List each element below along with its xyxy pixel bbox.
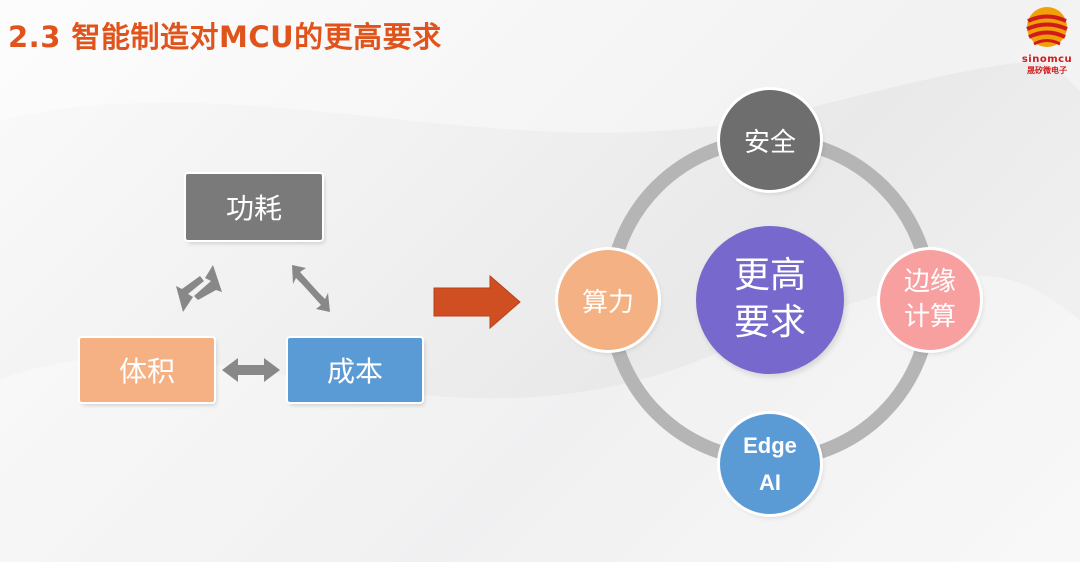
volume-box: 体积 bbox=[80, 338, 214, 402]
power-volume-double-arrow bbox=[176, 265, 222, 312]
volume-cost-double-arrow bbox=[222, 358, 280, 382]
logo-brand-en: sinomcu bbox=[1021, 54, 1073, 65]
edge-computing-circle: 边缘 计算 bbox=[880, 250, 980, 350]
sun-logo-icon bbox=[1026, 7, 1068, 47]
flow-arrow bbox=[433, 274, 521, 330]
edgeai-label-line2: AI bbox=[758, 470, 781, 495]
cost-box: 成本 bbox=[288, 338, 422, 402]
center-label-line1: 更高 bbox=[733, 255, 806, 297]
center-label-line2: 要求 bbox=[733, 302, 806, 343]
security-circle: 安全 bbox=[720, 90, 820, 190]
power-cost-double-arrow bbox=[292, 265, 330, 312]
edge-label-line1: 边缘 bbox=[903, 266, 956, 297]
computing-power-circle: 算力 bbox=[558, 250, 658, 350]
company-logo: sinomcu 晟矽微电子 bbox=[1016, 4, 1078, 75]
page-title: 2.3 智能制造对MCU的更高要求 bbox=[8, 20, 442, 54]
power-consumption-box: 功耗 bbox=[186, 174, 322, 240]
logo-brand-cn: 晟矽微电子 bbox=[1027, 66, 1067, 75]
higher-requirements-circle: 更高 要求 bbox=[696, 226, 844, 374]
edgeai-label-line1: Edge bbox=[743, 432, 797, 458]
edge-label-line2: 计算 bbox=[903, 302, 956, 332]
edge-ai-circle: Edge AI bbox=[720, 414, 820, 514]
